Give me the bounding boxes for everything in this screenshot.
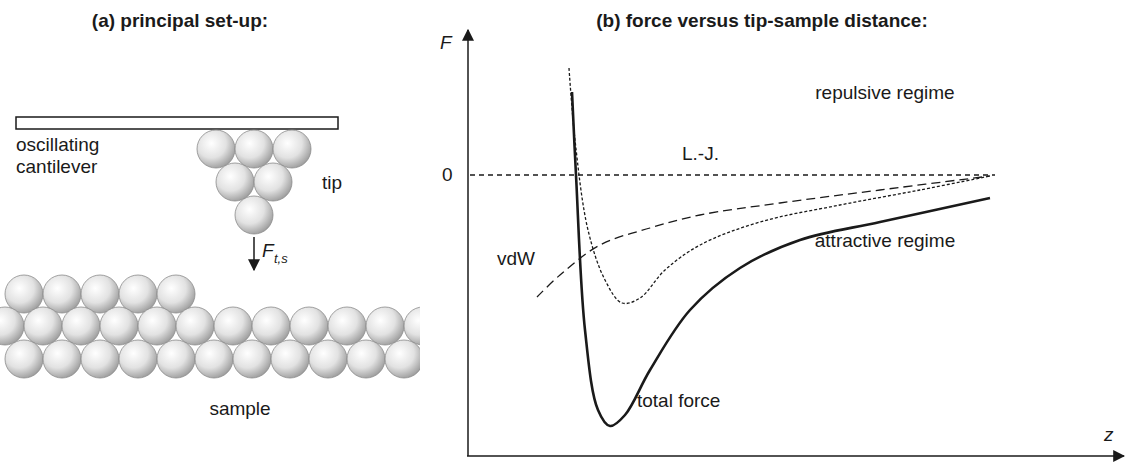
axis-label: z xyxy=(1104,424,1114,446)
axis-label: F xyxy=(440,32,452,54)
lennard-jones-curve xyxy=(569,68,990,304)
atom xyxy=(197,130,235,168)
atom xyxy=(157,275,195,313)
atom xyxy=(43,340,81,378)
curve-label: L.-J. xyxy=(682,143,719,165)
atom xyxy=(309,340,347,378)
region-label: attractive regime xyxy=(815,230,955,252)
atom xyxy=(43,275,81,313)
atom xyxy=(254,163,292,201)
atom xyxy=(138,307,176,345)
atom xyxy=(290,307,328,345)
curve-label: total force xyxy=(637,390,720,412)
atom xyxy=(366,307,404,345)
atom xyxy=(119,340,157,378)
atom xyxy=(233,340,271,378)
atom xyxy=(235,196,273,234)
panel-heading: (b) force versus tip-sample distance: xyxy=(596,10,928,32)
atom xyxy=(5,340,43,378)
atom xyxy=(195,340,233,378)
atom xyxy=(5,275,43,313)
atom xyxy=(273,130,311,168)
atom xyxy=(0,307,24,345)
atom xyxy=(404,307,420,345)
atom xyxy=(24,307,62,345)
part-label: oscillating cantilever xyxy=(16,134,136,178)
atom xyxy=(347,340,385,378)
atom xyxy=(252,307,290,345)
atom xyxy=(81,340,119,378)
part-label: tip xyxy=(322,172,342,194)
zero-line xyxy=(470,174,995,176)
atom xyxy=(235,130,273,168)
curve-label: vdW xyxy=(497,248,535,270)
panel-heading: (a) principal set-up: xyxy=(92,10,268,32)
tip-atoms xyxy=(197,130,311,234)
total-force-curve xyxy=(572,92,990,426)
atom xyxy=(328,307,366,345)
van-der-waals-curve xyxy=(537,176,990,297)
region-label: repulsive regime xyxy=(815,82,954,104)
atom xyxy=(119,275,157,313)
atom xyxy=(157,340,195,378)
distance-axis xyxy=(467,455,1124,457)
atom xyxy=(176,307,214,345)
force-symbol: F xyxy=(262,240,274,262)
atom xyxy=(271,340,309,378)
force-axis xyxy=(467,30,469,456)
atom xyxy=(385,340,420,378)
axis-tick: 0 xyxy=(442,164,453,186)
atom xyxy=(81,275,119,313)
force-subscript: t,s xyxy=(274,252,288,267)
atom xyxy=(62,307,100,345)
atom xyxy=(214,307,252,345)
atom xyxy=(100,307,138,345)
force-arrow xyxy=(253,237,255,270)
sample-atoms xyxy=(0,275,420,378)
atom xyxy=(216,163,254,201)
part-label: sample xyxy=(209,398,270,420)
cantilever-beam xyxy=(16,117,338,129)
